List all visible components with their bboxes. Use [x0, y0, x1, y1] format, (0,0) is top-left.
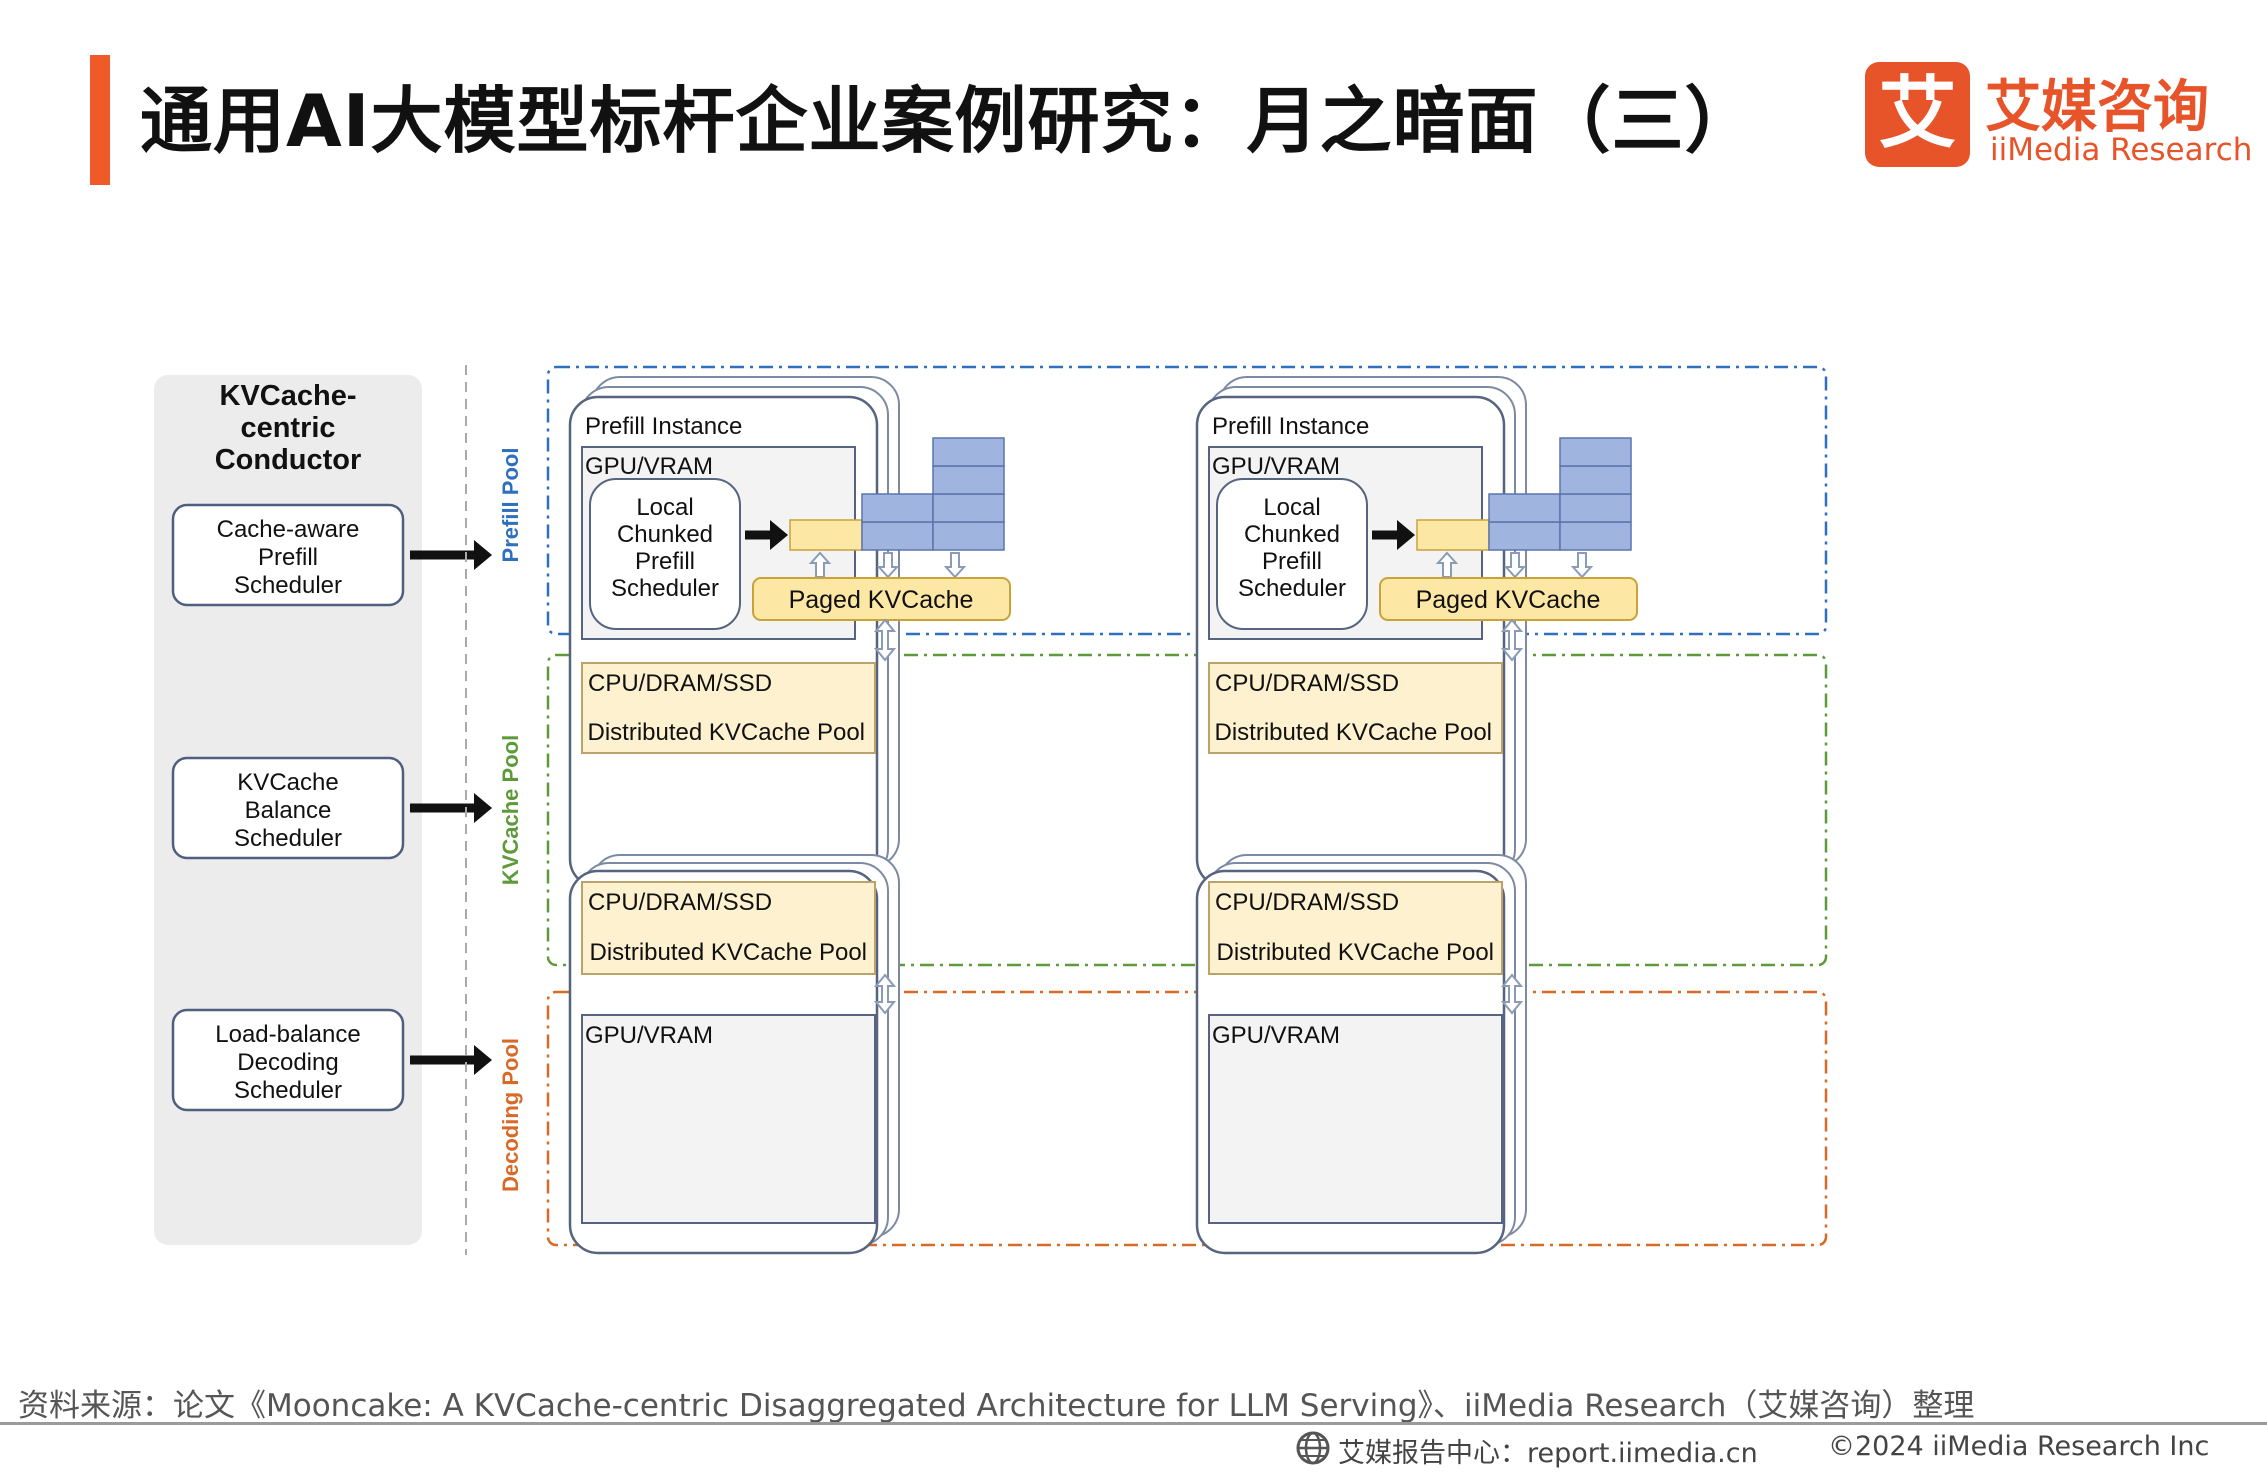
local-scheduler-box — [589, 478, 741, 630]
page-title: 通用AI大模型标杆企业案例研究：月之暗面（三） — [140, 79, 1758, 163]
decoding-pool-label: Decoding Pool — [498, 1038, 523, 1192]
local-scheduler-label: Scheduler — [611, 575, 719, 602]
cache-down-arrow — [876, 552, 900, 579]
gpu-cpu-transfer-arrow — [1500, 618, 1524, 662]
kv-block-cached — [932, 521, 1005, 551]
kvcache-pool-label: KVCache Pool — [498, 735, 523, 885]
scheduler-box — [171, 756, 405, 860]
decoding-pool-boundary — [546, 990, 1828, 1247]
cpu-pool-box — [1208, 662, 1503, 754]
conductor-title: KVCache- — [220, 380, 357, 412]
gpu-vram-box — [1208, 1014, 1503, 1224]
scheduler-label: Scheduler — [234, 1077, 342, 1104]
scheduler-arrow-head — [474, 793, 492, 823]
kv-block-cached — [932, 437, 1005, 467]
gpu-vram-label: GPU/VRAM — [1212, 1022, 1340, 1049]
local-scheduler-label: Chunked — [617, 521, 713, 548]
prefill-instance-title: Prefill Instance — [1212, 413, 1369, 440]
kv-block-cached — [1488, 493, 1561, 523]
cpu-label: CPU/DRAM/SSD — [1215, 889, 1399, 916]
globe-icon — [1296, 1431, 1330, 1465]
scheduler-box — [171, 1008, 405, 1112]
double-arrow-shape — [873, 973, 897, 1015]
paged-kvcache-label: Paged KVCache — [789, 586, 974, 614]
kv-block-new — [1416, 519, 1490, 551]
logo-mark: 艾 — [1865, 62, 1970, 167]
footer-divider — [0, 1422, 2267, 1425]
cpu-gpu-transfer-arrow — [873, 973, 897, 1015]
scheduler-arrow-head — [474, 1045, 492, 1075]
prefill-instance-title: Prefill Instance — [585, 413, 742, 440]
cache-down-arrow — [943, 552, 967, 579]
cpu-pool-box — [1208, 881, 1503, 975]
double-arrow-shape — [873, 618, 897, 662]
architecture-diagram: KVCache-centricConductorCache-awarePrefi… — [154, 365, 1828, 1255]
logo-name-en: iiMedia Research — [1990, 132, 2253, 168]
scheduler-arrow-head — [474, 540, 492, 570]
local-scheduler-label: Chunked — [1244, 521, 1340, 548]
kv-block-cached — [932, 493, 1005, 523]
local-scheduler-label: Prefill — [635, 548, 695, 575]
scheduler-label: KVCache — [237, 769, 338, 796]
scheduler-label: Load-balance — [215, 1021, 360, 1048]
local-scheduler-label: Prefill — [1262, 548, 1322, 575]
kv-block-cached — [861, 521, 934, 551]
kv-block-cached — [1559, 465, 1632, 495]
double-arrow-shape — [1500, 973, 1524, 1015]
scheduler-label: Decoding — [237, 1049, 338, 1076]
double-arrow-shape — [1500, 618, 1524, 662]
source-note: 资料来源：论文《Mooncake: A KVCache-centric Disa… — [18, 1388, 1975, 1424]
kv-block-cached — [861, 493, 934, 523]
gpu-vram-label: GPU/VRAM — [585, 1022, 713, 1049]
cpu-pool-box — [581, 662, 876, 754]
local-scheduler-label: Local — [1263, 494, 1320, 521]
kvcache-pool-boundary — [546, 653, 1828, 967]
kv-block-cached — [1559, 437, 1632, 467]
gpu-vram-label: GPU/VRAM — [1212, 453, 1340, 480]
scheduler-label: Cache-aware — [217, 516, 360, 543]
distributed-pool-label: Distributed KVCache Pool — [588, 719, 865, 746]
title-accent-bar — [90, 55, 110, 185]
conductor-title: centric — [240, 412, 335, 444]
local-scheduler-label: Scheduler — [1238, 575, 1346, 602]
kv-block-new — [789, 519, 863, 551]
cpu-gpu-transfer-arrow — [1500, 973, 1524, 1015]
scheduler-box — [171, 503, 405, 607]
kv-block-cached — [1559, 493, 1632, 523]
paged-kvcache-label: Paged KVCache — [1416, 586, 1601, 614]
paged-kvcache-box — [1379, 577, 1638, 621]
scheduler-label: Scheduler — [234, 572, 342, 599]
cpu-label: CPU/DRAM/SSD — [588, 670, 772, 697]
kv-block-cached — [1488, 521, 1561, 551]
distributed-pool-label: Distributed KVCache Pool — [590, 939, 867, 966]
scheduler-label: Prefill — [258, 544, 318, 571]
conductor-title: Conductor — [215, 444, 362, 476]
cpu-label: CPU/DRAM/SSD — [588, 889, 772, 916]
gpu-cpu-transfer-arrow — [873, 618, 897, 662]
cpu-label: CPU/DRAM/SSD — [1215, 670, 1399, 697]
scheduler-label: Balance — [245, 797, 332, 824]
kv-block-cached — [1559, 521, 1632, 551]
cache-down-arrow — [1503, 552, 1527, 579]
scheduler-label: Scheduler — [234, 825, 342, 852]
prefill-pool-boundary — [546, 365, 1828, 636]
distributed-pool-label: Distributed KVCache Pool — [1215, 719, 1492, 746]
footer-copyright: ©2024 iiMedia Research Inc — [1828, 1431, 2210, 1462]
cache-down-arrow — [1570, 552, 1594, 579]
paged-kvcache-box — [752, 577, 1011, 621]
footer-site: 艾媒报告中心：report.iimedia.cn — [1338, 1438, 1758, 1469]
logo-name-cn: 艾媒咨询 — [1985, 75, 2209, 140]
local-scheduler-label: Local — [636, 494, 693, 521]
gpu-vram-box — [581, 1014, 876, 1224]
scheduler-to-cache-arrow-head — [1397, 520, 1415, 550]
scheduler-to-cache-arrow-head — [770, 520, 788, 550]
distributed-pool-label: Distributed KVCache Pool — [1217, 939, 1494, 966]
prefill-pool-label: Prefill Pool — [498, 448, 523, 563]
local-scheduler-box — [1216, 478, 1368, 630]
gpu-vram-label: GPU/VRAM — [585, 453, 713, 480]
kv-block-cached — [932, 465, 1005, 495]
cpu-pool-box — [581, 881, 876, 975]
cache-up-arrow — [1435, 551, 1459, 578]
cache-up-arrow — [808, 551, 832, 578]
